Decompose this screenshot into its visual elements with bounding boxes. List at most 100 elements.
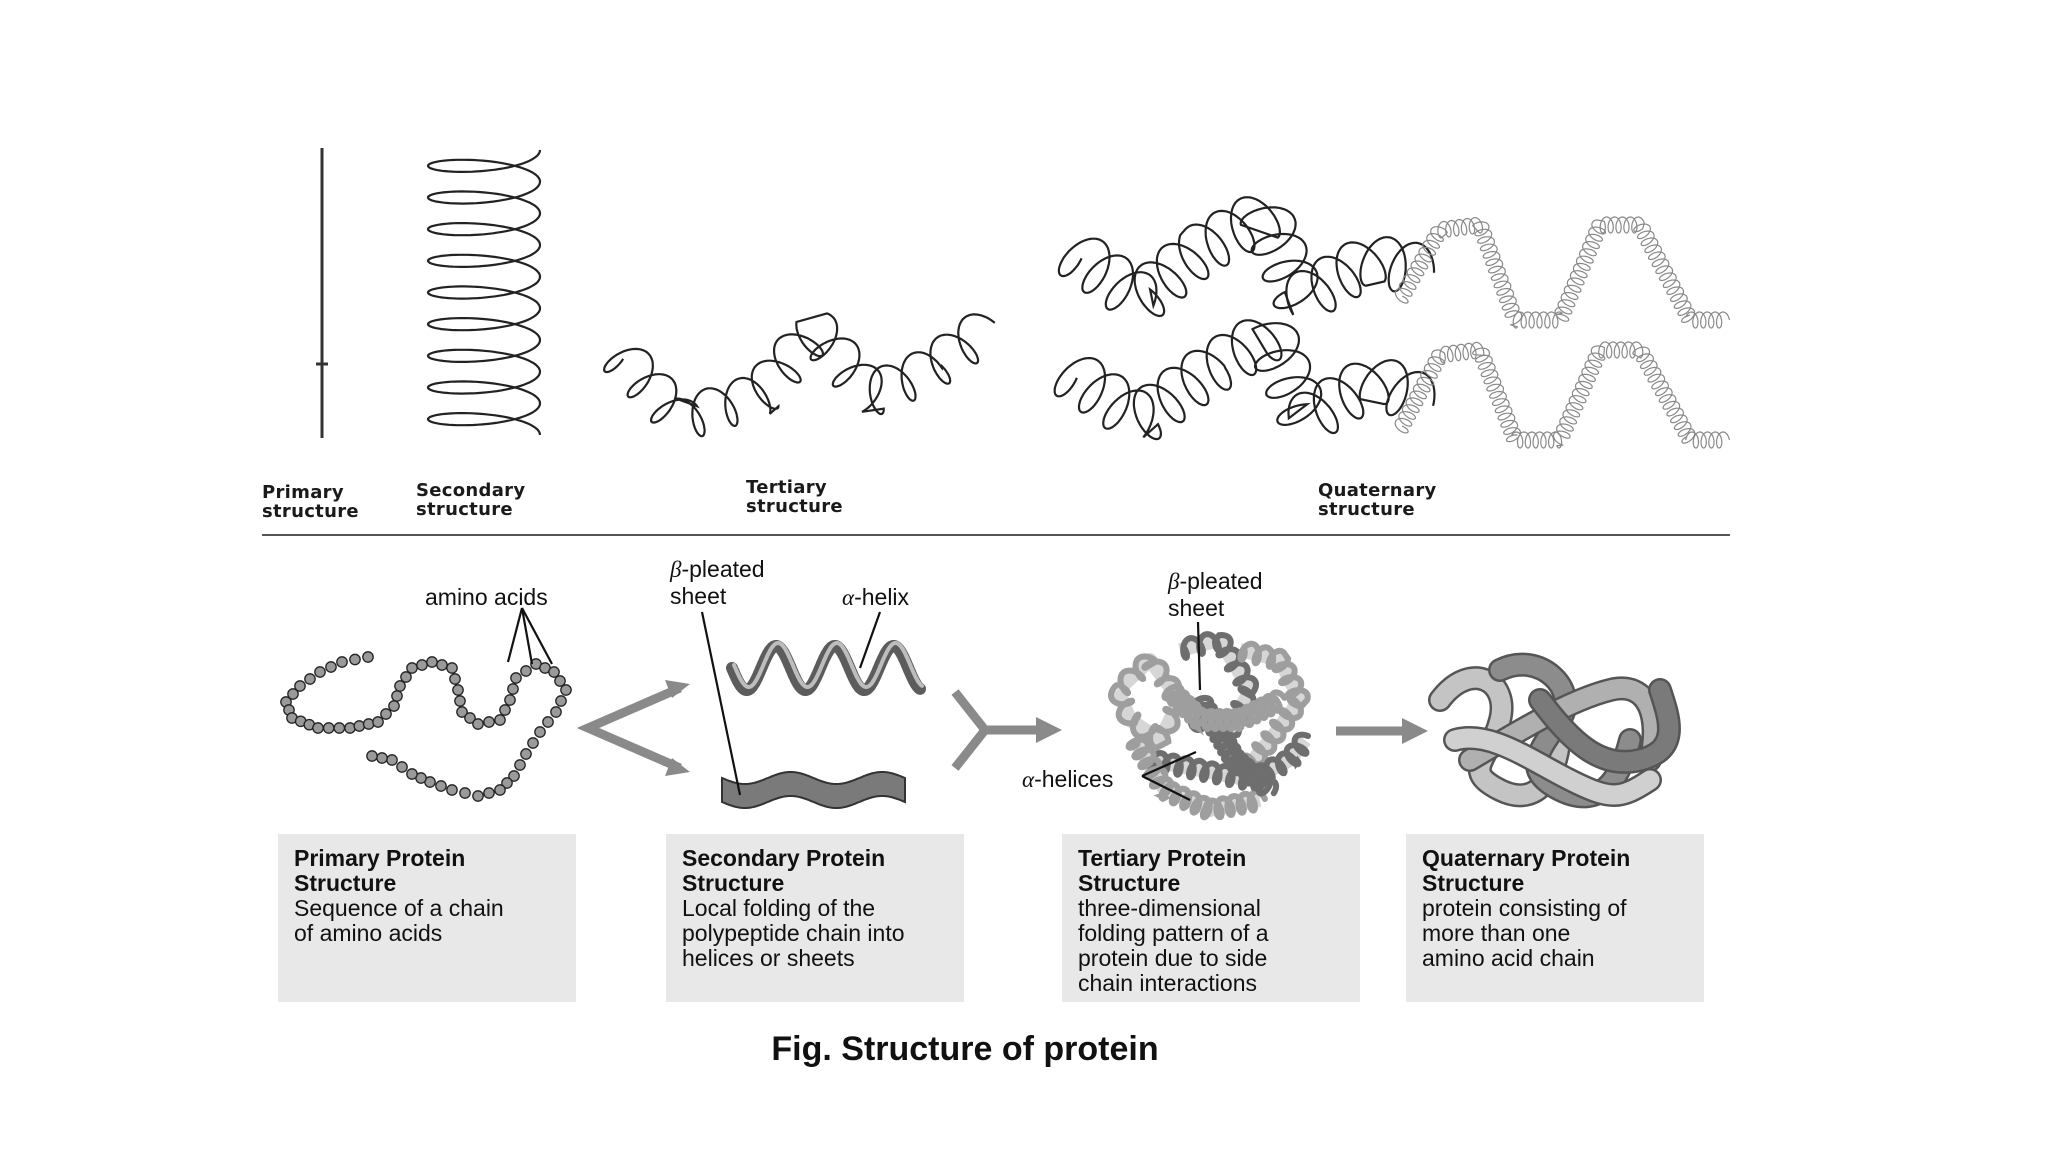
alpha-helix-highlight [732, 641, 924, 689]
quaternary-ribbon [1460, 679, 1664, 770]
amino-acid-bead [504, 694, 516, 706]
amino-acid-bead [314, 666, 326, 678]
amino-acid-bead [380, 708, 392, 720]
amino-acid-bead [464, 712, 476, 724]
primary-structure-label: Primary structure [262, 482, 359, 522]
beta-sheet-pointer-1 [700, 611, 742, 796]
amino-acid-bead [459, 787, 471, 799]
amino-acid-bead [548, 666, 560, 678]
amino-acid-bead [396, 761, 408, 773]
amino-acid-bead [435, 780, 447, 792]
box-title: Quaternary Protein Structure [1422, 845, 1631, 896]
amino-acid-bead [554, 675, 566, 687]
quaternary-protein-box: Quaternary Protein Structure protein con… [1406, 834, 1704, 1002]
amino-acid-bead [436, 659, 448, 671]
quaternary-fine-coil-upper [1394, 216, 1730, 329]
quaternary-structure-label: Quaternary structure [1318, 480, 1437, 520]
quaternary-arrow [1336, 718, 1428, 744]
amino-acid-bead [550, 706, 562, 718]
amino-acid-bead [353, 720, 366, 732]
tertiary-ribbon-segment [1161, 683, 1288, 736]
tertiary-ribbon-segment [1108, 653, 1190, 752]
amino-acid-bead [294, 680, 306, 692]
box-description: protein consisting of more than one amin… [1422, 895, 1627, 971]
amino-acid-bead [406, 768, 418, 780]
tertiary-ribbon-segment [1147, 731, 1311, 791]
box-description: Local folding of the polypeptide chain i… [682, 895, 905, 971]
amino-acid-chain [280, 651, 572, 802]
tertiary-protein-box: Tertiary Protein Structure three-dimensi… [1062, 834, 1360, 1002]
amino-acid-bead [507, 683, 519, 695]
alpha-helix-pointer [858, 611, 882, 669]
amino-acid-bead [454, 695, 466, 707]
amino-acid-bead [386, 754, 398, 766]
amino-acid-bead [508, 770, 520, 782]
quaternary-fine-coil-lower [1394, 341, 1730, 449]
quaternary-structure-coil-lower [1053, 319, 1436, 441]
primary-protein-box: Primary Protein Structure Sequence of a … [278, 834, 576, 1002]
alpha-helices-pointer-1 [1141, 750, 1197, 778]
split-arrow [576, 683, 682, 773]
amino-acid-bead [362, 718, 375, 730]
amino-acid-bead [322, 722, 335, 734]
amino-acid-bead [472, 718, 484, 730]
amino-acid-bead [325, 661, 337, 673]
amino-acid-bead [560, 684, 572, 696]
amino-acid-bead [494, 784, 506, 796]
beta-pleated-sheet-label-2: β-pleated sheet [1168, 568, 1263, 622]
amino-acid-bead [391, 690, 403, 702]
alpha-helix-text: -helix [854, 584, 910, 610]
amino-acid-bead [400, 671, 412, 683]
amino-acid-bead [349, 653, 361, 666]
split-arrow-head-top [665, 680, 690, 698]
merge-arrow-head [1036, 717, 1062, 743]
beta-pleated-sheet-label-1: β-pleated sheet [670, 556, 765, 610]
amino-acid-bead [452, 684, 464, 696]
amino-acid-bead [483, 787, 495, 799]
split-arrow-head-bottom [665, 758, 690, 776]
secondary-protein-box: Secondary Protein Structure Local foldin… [666, 834, 964, 1002]
amino-acid-bead [366, 750, 378, 762]
amino-acid-bead [336, 656, 348, 668]
amino-acid-bead [446, 784, 458, 796]
amino-acid-bead [372, 716, 384, 728]
beta-sheet-pointer-2 [1196, 621, 1202, 691]
quaternary-ribbon [1445, 728, 1660, 805]
figure-caption: Fig. Structure of protein [771, 1030, 1159, 1068]
amino-acid-bead [510, 672, 522, 684]
box-title: Primary Protein Structure [294, 845, 466, 896]
quaternary-structure-coil-upper [1057, 196, 1436, 318]
amino-acid-bead [426, 656, 438, 668]
beta-pleated-sheet-text-1: -pleated sheet [670, 556, 765, 609]
amino-acid-bead [287, 688, 299, 700]
amino-acid-bead [312, 722, 324, 734]
box-description: Sequence of a chain of amino acids [294, 895, 504, 946]
quaternary-ribbon [1530, 680, 1679, 772]
tertiary-protein-ribbon [1108, 631, 1311, 821]
amino-acid-bead [344, 722, 356, 734]
amino-acid-bead [527, 737, 539, 749]
beta-symbol-2: β [1168, 569, 1180, 594]
secondary-structure-coil [426, 149, 542, 436]
beta-pleated-sheet-text-2: -pleated sheet [1168, 568, 1263, 621]
quaternary-protein-ribbons [1428, 652, 1681, 809]
amino-acid-bead [472, 790, 484, 802]
amino-acid-bead [376, 752, 388, 764]
tertiary-structure-coil [602, 312, 996, 438]
beta-symbol: β [670, 557, 682, 582]
amino-acid-bead [534, 726, 546, 738]
box-description: three-dimensional folding pattern of a p… [1078, 895, 1269, 996]
amino-acid-bead [304, 673, 316, 685]
amino-acid-bead [406, 662, 418, 674]
box-title: Secondary Protein Structure [682, 845, 886, 896]
amino-acid-bead [388, 700, 400, 712]
amino-acid-bead [520, 665, 532, 677]
amino-acid-bead [394, 680, 406, 692]
amino-acid-bead [494, 714, 506, 726]
merge-arrow [951, 689, 1040, 771]
amino-acid-bead [416, 659, 428, 671]
alpha-symbol-2: α [1022, 767, 1035, 792]
alpha-helix-label: α-helix [842, 584, 909, 611]
amino-acid-bead [333, 722, 346, 734]
